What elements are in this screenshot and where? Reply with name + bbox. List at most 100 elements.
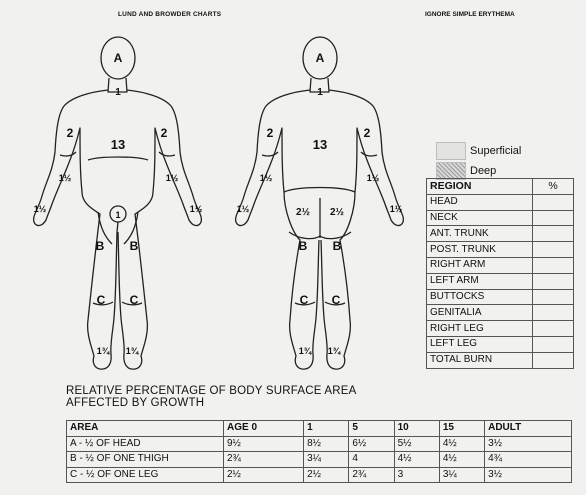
region-header: REGION	[427, 179, 533, 195]
adult-header: ADULT	[485, 421, 572, 437]
back-trunk-label: 13	[313, 137, 327, 152]
area-cell: A - ½ OF HEAD	[67, 436, 224, 452]
table-row: TOTAL BURN	[427, 352, 574, 368]
back-hand-left-label: 1½	[237, 204, 250, 214]
value-cell: 4½	[439, 452, 484, 468]
table-row: RIGHT LEG	[427, 321, 574, 337]
back-leg-left-label: C	[300, 293, 309, 307]
back-head-label: A	[316, 51, 325, 65]
region-cell: LEFT LEG	[427, 336, 533, 352]
table-row: ANT. TRUNK	[427, 226, 574, 242]
value-cell: 9½	[224, 436, 304, 452]
table-row: NECK	[427, 210, 574, 226]
region-cell: GENITALIA	[427, 305, 533, 321]
value-cell: 8½	[304, 436, 349, 452]
back-foot-right-label: 1¾	[328, 346, 342, 356]
region-cell: BUTTOCKS	[427, 289, 533, 305]
table-row: HEAD	[427, 194, 574, 210]
region-cell: ANT. TRUNK	[427, 226, 533, 242]
value-cell: 3¼	[439, 467, 484, 483]
front-upper-arm-right-label: 2	[161, 126, 168, 140]
growth-table: AREA AGE 0 1 5 10 15 ADULT A - ½ OF HEAD…	[66, 420, 572, 483]
age-15-header: 15	[439, 421, 484, 437]
superficial-swatch	[436, 142, 466, 160]
percent-cell	[533, 210, 574, 226]
growth-title-line1: RELATIVE PERCENTAGE OF BODY SURFACE AREA	[66, 385, 446, 397]
back-thigh-left-label: B	[299, 239, 308, 253]
growth-title-line2: AFFECTED BY GROWTH	[66, 397, 446, 409]
value-cell: 2½	[304, 467, 349, 483]
front-thigh-left-label: B	[96, 239, 105, 253]
front-forearm-left-label: 1½	[59, 173, 72, 183]
percent-cell	[533, 305, 574, 321]
area-header: AREA	[67, 421, 224, 437]
region-cell: RIGHT LEG	[427, 321, 533, 337]
percent-cell	[533, 336, 574, 352]
percent-cell	[533, 242, 574, 258]
age-0-header: AGE 0	[224, 421, 304, 437]
front-trunk-label: 13	[111, 137, 125, 152]
value-cell: 2¾	[349, 467, 394, 483]
age-5-header: 5	[349, 421, 394, 437]
back-upper-arm-right-label: 2	[364, 126, 371, 140]
back-thigh-right-label: B	[333, 239, 342, 253]
percent-cell	[533, 226, 574, 242]
back-forearm-left-label: 1½	[260, 173, 273, 183]
region-table-header: REGION %	[427, 179, 574, 195]
table-row: POST. TRUNK	[427, 242, 574, 258]
value-cell: 4	[349, 452, 394, 468]
back-buttock-left-label: 2½	[296, 207, 310, 218]
value-cell: 3½	[485, 467, 572, 483]
table-row: LEFT ARM	[427, 273, 574, 289]
value-cell: 3¼	[304, 452, 349, 468]
table-row: C - ½ OF ONE LEG 2½ 2½ 2¾ 3 3¼ 3½	[67, 467, 572, 483]
front-leg-left-label: C	[97, 293, 106, 307]
percent-cell	[533, 321, 574, 337]
front-head-label: A	[114, 51, 123, 65]
region-cell: RIGHT ARM	[427, 257, 533, 273]
front-upper-arm-left-label: 2	[67, 126, 74, 140]
legend-superficial: Superficial	[436, 141, 521, 161]
value-cell: 3½	[485, 436, 572, 452]
table-row: A - ½ OF HEAD 9½ 8½ 6½ 5½ 4½ 3½	[67, 436, 572, 452]
percent-cell	[533, 273, 574, 289]
table-row: BUTTOCKS	[427, 289, 574, 305]
value-cell: 6½	[349, 436, 394, 452]
back-leg-right-label: C	[332, 293, 341, 307]
percent-cell	[533, 194, 574, 210]
value-cell: 5½	[394, 436, 439, 452]
back-upper-arm-left-label: 2	[267, 126, 274, 140]
age-1-header: 1	[304, 421, 349, 437]
percent-cell	[533, 257, 574, 273]
back-foot-left-label: 1¾	[299, 346, 313, 356]
region-cell: NECK	[427, 210, 533, 226]
percent-cell	[533, 289, 574, 305]
value-cell: 2½	[224, 467, 304, 483]
table-row: B - ½ OF ONE THIGH 2¾ 3¼ 4 4½ 4½ 4¾	[67, 452, 572, 468]
value-cell: 4½	[439, 436, 484, 452]
front-foot-left-label: 1¾	[97, 346, 111, 356]
age-10-header: 10	[394, 421, 439, 437]
front-neck-label: 1	[115, 87, 121, 98]
back-buttock-right-label: 2½	[330, 207, 344, 218]
front-foot-right-label: 1¾	[126, 346, 140, 356]
front-leg-right-label: C	[130, 293, 139, 307]
percent-cell	[533, 352, 574, 368]
region-percent-table: REGION % HEAD NECK ANT. TRUNK POST. TRUN…	[426, 178, 574, 369]
region-cell: POST. TRUNK	[427, 242, 533, 258]
table-row: LEFT LEG	[427, 336, 574, 352]
region-cell: LEFT ARM	[427, 273, 533, 289]
value-cell: 4¾	[485, 452, 572, 468]
front-thigh-right-label: B	[130, 239, 139, 253]
legend-deep-label: Deep	[470, 165, 496, 177]
region-cell: TOTAL BURN	[427, 352, 533, 368]
table-row: GENITALIA	[427, 305, 574, 321]
front-genitalia-label: 1	[115, 210, 120, 220]
front-hand-left-label: 1½	[34, 204, 47, 214]
back-hand-right-label: 1½	[390, 204, 403, 214]
area-cell: C - ½ OF ONE LEG	[67, 467, 224, 483]
front-forearm-right-label: 1½	[166, 173, 179, 183]
growth-section-title: RELATIVE PERCENTAGE OF BODY SURFACE AREA…	[66, 385, 446, 409]
burn-depth-legend: Superficial Deep	[436, 141, 521, 181]
